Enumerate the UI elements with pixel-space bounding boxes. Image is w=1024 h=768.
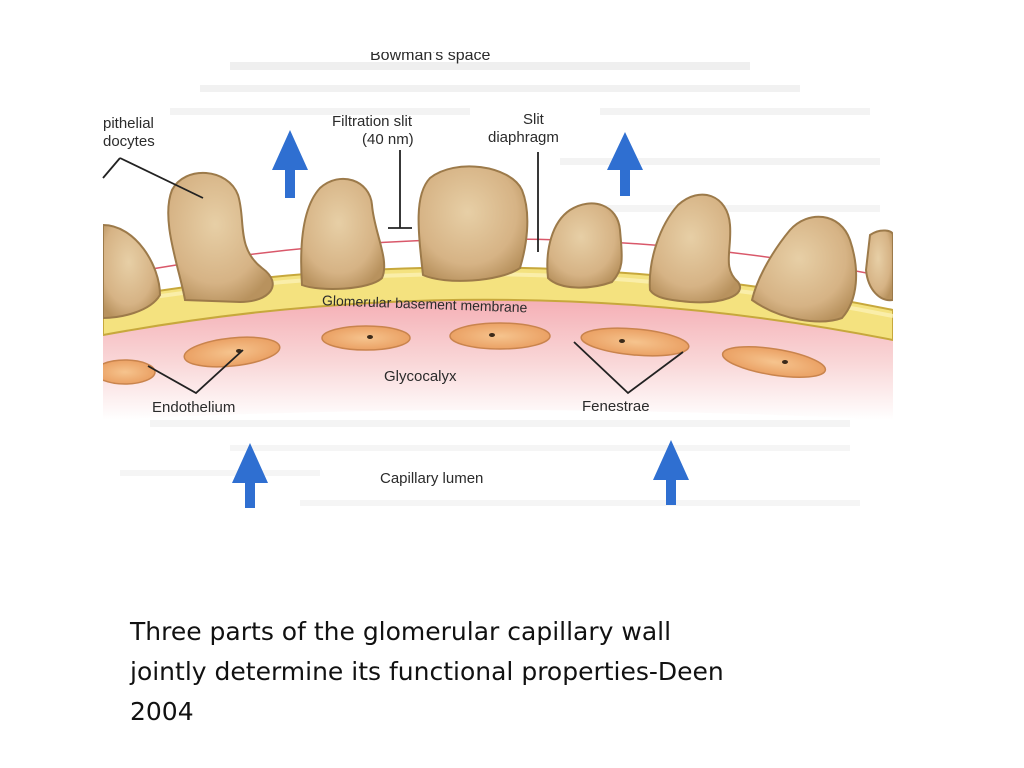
filtration-arrows [232, 130, 689, 508]
arrow-up-icon [607, 132, 643, 196]
leader-lines [102, 150, 684, 395]
caption-line-2: jointly determine its functional propert… [130, 657, 724, 686]
epithelial-podocytes-label-line1: pithelial [103, 115, 154, 132]
epithelial-podocytes-label-line2: docytes [103, 133, 155, 150]
glomerular-basement-membrane-label: Glomerular basement membrane [322, 292, 528, 315]
background-text-texture [120, 62, 880, 506]
filtration-slit-label-line1: Filtration slit [332, 113, 413, 130]
slit-diaphragm-label-line2: diaphragm [488, 129, 559, 146]
filtration-slit-label-line2: (40 nm) [362, 131, 414, 148]
capillary-wall-cross-section [103, 165, 893, 420]
endothelial-cells [103, 322, 827, 385]
arrow-up-icon [272, 130, 308, 198]
slide-caption: Three parts of the glomerular capillary … [130, 612, 830, 732]
capillary-lumen-label: Capillary lumen [380, 470, 483, 487]
endothelium-label: Endothelium [152, 399, 235, 416]
caption-line-3: 2004 [130, 697, 194, 726]
glycocalyx-label: Glycocalyx [384, 368, 457, 385]
podocytes [103, 165, 893, 323]
glycocalyx-region [103, 290, 893, 420]
arrow-up-icon [232, 443, 268, 508]
glomerular-wall-diagram: Bowman's space pithelial docytes Filtrat… [102, 47, 893, 508]
caption-line-1: Three parts of the glomerular capillary … [130, 617, 672, 646]
slit-diaphragm-label-line1: Slit [523, 111, 545, 128]
arrow-up-icon [653, 440, 689, 505]
fenestrae-label: Fenestrae [582, 398, 650, 415]
